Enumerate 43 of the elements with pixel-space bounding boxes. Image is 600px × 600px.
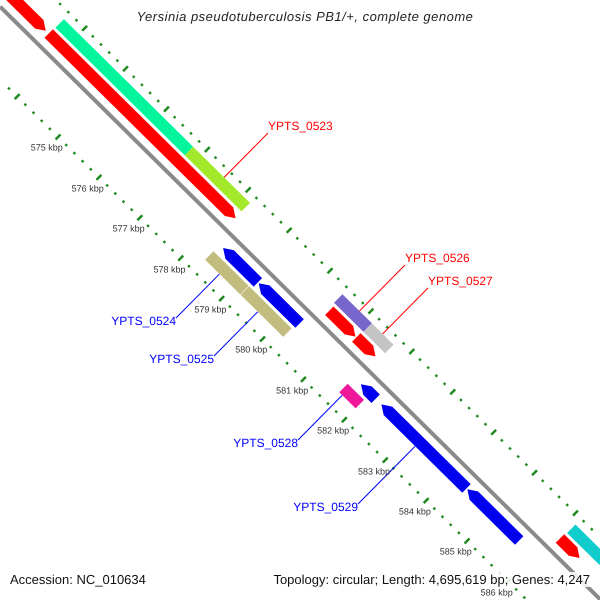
gene-label: YPTS_0528 bbox=[233, 436, 298, 450]
gene-label: YPTS_0524 bbox=[111, 314, 176, 328]
gene-block bbox=[334, 294, 372, 332]
gene-label: YPTS_0526 bbox=[405, 251, 470, 265]
gene-block bbox=[205, 251, 249, 294]
scale-label: 583 kbp bbox=[358, 467, 390, 476]
gene-label: YPTS_0529 bbox=[293, 500, 358, 514]
gene-segment bbox=[360, 384, 380, 403]
leader-line bbox=[298, 394, 343, 440]
gene-label: YPTS_0527 bbox=[428, 274, 493, 288]
map-title: Yersinia pseudotuberculosis PB1/+, complete genome bbox=[136, 9, 474, 25]
gene-label: YPTS_0523 bbox=[268, 119, 333, 133]
leader-line bbox=[358, 446, 416, 504]
gene-block bbox=[339, 384, 364, 408]
gene-label: YPTS_0525 bbox=[149, 352, 214, 366]
gene-block bbox=[363, 323, 394, 354]
genome-stats-text: Topology: circular; Length: 4,695,619 bp; Genes: 4,247 bbox=[271, 572, 592, 587]
gene-block bbox=[184, 146, 250, 212]
gene-segment bbox=[556, 534, 580, 558]
leader-line bbox=[358, 264, 406, 312]
scale-label: 578 kbp bbox=[153, 265, 186, 274]
leader-line bbox=[214, 311, 258, 356]
gene-segment bbox=[258, 283, 304, 328]
gene-segment bbox=[325, 306, 356, 337]
gene-segment bbox=[223, 248, 262, 287]
leader-line bbox=[176, 274, 220, 318]
scale-label: 585 kbp bbox=[440, 548, 472, 557]
leader-line bbox=[224, 132, 268, 178]
scale-label: 584 kbp bbox=[398, 507, 431, 516]
scale-label: 576 kbp bbox=[72, 184, 104, 194]
accession-text: Accession: NC_010634 bbox=[8, 572, 148, 587]
scale-label: 581 kbp bbox=[276, 386, 308, 396]
scale-label: 579 kbp bbox=[194, 305, 226, 314]
gene-segment bbox=[44, 29, 236, 218]
scale-label: 575 kbp bbox=[30, 144, 63, 153]
scale-label: 582 kbp bbox=[317, 426, 350, 436]
gene-block bbox=[240, 286, 292, 337]
gene-segment bbox=[352, 333, 376, 356]
scale-label: 586 kbp bbox=[480, 588, 513, 598]
scale-label: 580 kbp bbox=[235, 346, 268, 355]
gene-block bbox=[567, 524, 600, 565]
leader-line bbox=[382, 288, 428, 334]
gene-segment bbox=[467, 489, 524, 545]
